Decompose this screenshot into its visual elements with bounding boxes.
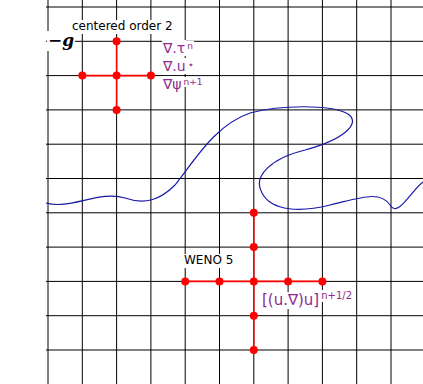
wave-surface [46, 107, 423, 210]
stencil-title: centered order 2 [71, 16, 174, 34]
stencil-point [250, 346, 258, 354]
stencil-point [113, 106, 121, 114]
stencil-point [181, 277, 189, 285]
grid-line [46, 212, 423, 213]
grid-line [46, 315, 423, 316]
grid-line [46, 178, 423, 179]
stencil-title-text: WENO 5 [183, 254, 234, 268]
grid-line [46, 144, 423, 145]
superscript-text: n+1/2 [320, 290, 353, 302]
stencil-point [113, 37, 121, 45]
grid-line [82, 0, 83, 384]
grid-line [46, 281, 423, 282]
stencil-point [250, 277, 258, 285]
operator-label-text: ∇.u [162, 58, 187, 74]
stencil-point [147, 72, 155, 80]
grid-line [46, 7, 423, 8]
grid-line [150, 0, 151, 384]
operator-label: [(u.∇)u] [261, 291, 320, 309]
superscript: n [186, 35, 194, 53]
stencil-point [250, 312, 258, 320]
grid-line [356, 0, 357, 384]
weno-stencil [185, 213, 322, 350]
operator-label-text: [(u.∇)u] [261, 292, 320, 309]
operator-label-text: ∇.τ [162, 40, 186, 56]
grid-line [253, 0, 254, 384]
superscript: ⋆ [187, 54, 195, 72]
grid [46, 0, 423, 384]
grid-line [48, 0, 49, 384]
grid-line [46, 109, 423, 110]
operator-label: ∇.τ [162, 39, 186, 57]
grid-line [46, 350, 423, 351]
grid-line [288, 0, 289, 384]
weno-stencil-points [181, 209, 326, 354]
stencil-point [78, 72, 86, 80]
grid-line [116, 0, 117, 384]
stencil-point [216, 277, 224, 285]
superscript-text: ⋆ [187, 59, 195, 71]
gravity-label-text: −g [47, 31, 75, 51]
grid-line [219, 0, 220, 384]
stencil-point [250, 209, 258, 217]
gravity-label: −g [47, 31, 75, 51]
grid-line [46, 75, 423, 76]
stencil-point [284, 277, 292, 285]
grid-line [322, 0, 323, 384]
superscript-text: n [186, 41, 194, 51]
operator-label-text: ∇ψ [162, 76, 183, 92]
superscript: n+1/2 [320, 285, 353, 303]
centered-stencil-points [78, 37, 155, 114]
stencil-point [250, 243, 258, 251]
stencil-point [113, 72, 121, 80]
superscript: n+1 [183, 71, 204, 89]
operator-label: ∇ψ [162, 75, 183, 93]
centered-stencil [82, 41, 151, 110]
grid-line [46, 41, 423, 42]
stencil-point [318, 277, 326, 285]
superscript-text: n+1 [183, 77, 204, 87]
stencil-title: WENO 5 [183, 250, 234, 268]
grid-line [391, 0, 392, 384]
operator-label: ∇.u [162, 57, 187, 75]
grid-line [46, 247, 423, 248]
stencil-title-text: centered order 2 [71, 20, 174, 34]
